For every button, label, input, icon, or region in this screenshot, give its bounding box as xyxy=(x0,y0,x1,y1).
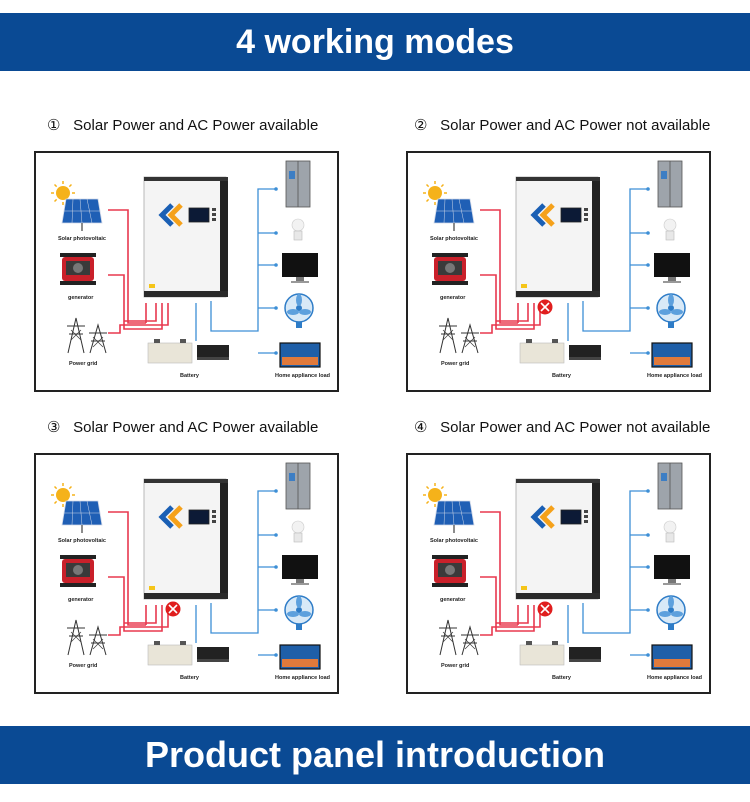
light-bulb-icon xyxy=(291,520,305,543)
page-title: 4 working modes xyxy=(236,22,514,61)
fan-icon xyxy=(284,293,314,328)
load-lines xyxy=(195,489,278,657)
generator-icon xyxy=(60,253,96,285)
power-grid-icon xyxy=(439,317,479,354)
ac-lines xyxy=(108,209,169,334)
generator-label: generator xyxy=(68,597,94,603)
mode-2-caption: ② Solar Power and AC Power not available xyxy=(414,116,710,134)
solar-label: Solar photovoltaic xyxy=(430,538,478,544)
ac-lines xyxy=(108,511,169,636)
battery-icon xyxy=(519,339,601,364)
fan-icon xyxy=(656,595,686,630)
solar-panel-icon xyxy=(51,181,103,231)
solar-label: Solar photovoltaic xyxy=(58,236,106,242)
inverter-icon xyxy=(515,176,600,298)
battery-icon xyxy=(519,641,601,666)
battery-icon xyxy=(147,339,229,364)
grid-label: Power grid xyxy=(441,663,469,669)
generator-icon xyxy=(60,555,96,587)
solar-label: Solar photovoltaic xyxy=(430,236,478,242)
generator-icon xyxy=(432,555,468,587)
load-label: Home appliance load xyxy=(275,373,330,379)
inverter-icon xyxy=(515,478,600,600)
battery-icon xyxy=(147,641,229,666)
inverter-icon xyxy=(143,176,228,298)
power-grid-icon xyxy=(67,317,107,354)
television-icon xyxy=(279,342,321,368)
grid-label: Power grid xyxy=(441,361,469,367)
mode-3-number: ③ xyxy=(47,419,61,436)
load-label: Home appliance load xyxy=(275,675,330,681)
generator-label: generator xyxy=(440,295,466,301)
disconnect-cross-icon xyxy=(165,601,181,617)
monitor-icon xyxy=(282,555,318,585)
fan-icon xyxy=(284,595,314,630)
mode-3-text: Solar Power and AC Power available xyxy=(73,419,319,436)
refrigerator-icon xyxy=(285,160,311,208)
solar-panel-icon xyxy=(423,181,475,231)
mode-2-number: ② xyxy=(414,117,428,134)
refrigerator-icon xyxy=(285,462,311,510)
solar-panel-icon xyxy=(423,483,475,533)
disconnect-cross-icon xyxy=(537,601,553,617)
load-label: Home appliance load xyxy=(647,675,702,681)
fan-icon xyxy=(656,293,686,328)
monitor-icon xyxy=(282,253,318,283)
mode-4-text: Solar Power and AC Power not available xyxy=(440,419,711,436)
television-icon xyxy=(279,644,321,670)
mode-3-caption: ③ Solar Power and AC Power available xyxy=(47,418,318,436)
monitor-icon xyxy=(654,253,690,283)
load-lines xyxy=(567,187,650,355)
mode-1-number: ① xyxy=(47,117,61,134)
load-label: Home appliance load xyxy=(647,373,702,379)
page-title-banner: 4 working modes xyxy=(0,13,750,71)
television-icon xyxy=(651,644,693,670)
power-grid-icon xyxy=(439,619,479,656)
section-title: Product panel introduction xyxy=(145,734,605,775)
generator-icon xyxy=(432,253,468,285)
battery-label: Battery xyxy=(552,373,572,379)
refrigerator-icon xyxy=(657,160,683,208)
battery-label: Battery xyxy=(180,675,200,681)
mode-4-number: ④ xyxy=(414,419,428,436)
battery-label: Battery xyxy=(180,373,200,379)
load-lines xyxy=(567,489,650,657)
grid-label: Power grid xyxy=(69,361,97,367)
generator-label: generator xyxy=(68,295,94,301)
light-bulb-icon xyxy=(291,218,305,241)
power-grid-icon xyxy=(67,619,107,656)
monitor-icon xyxy=(654,555,690,585)
generator-label: generator xyxy=(440,597,466,603)
solar-panel-icon xyxy=(51,483,103,533)
ac-lines xyxy=(480,209,541,334)
inverter-icon xyxy=(143,478,228,600)
light-bulb-icon xyxy=(663,520,677,543)
disconnect-cross-icon xyxy=(537,299,553,315)
mode-4-caption: ④ Solar Power and AC Power not available xyxy=(414,418,710,436)
mode-1-text: Solar Power and AC Power available xyxy=(73,117,319,134)
ac-lines xyxy=(480,511,541,636)
solar-label: Solar photovoltaic xyxy=(58,538,106,544)
mode-1-caption: ① Solar Power and AC Power available xyxy=(47,116,318,134)
light-bulb-icon xyxy=(663,218,677,241)
section-banner: Product panel introduction xyxy=(0,726,750,784)
television-icon xyxy=(651,342,693,368)
mode-2-text: Solar Power and AC Power not available xyxy=(440,117,711,134)
load-lines xyxy=(195,187,278,355)
battery-label: Battery xyxy=(552,675,572,681)
refrigerator-icon xyxy=(657,462,683,510)
grid-label: Power grid xyxy=(69,663,97,669)
